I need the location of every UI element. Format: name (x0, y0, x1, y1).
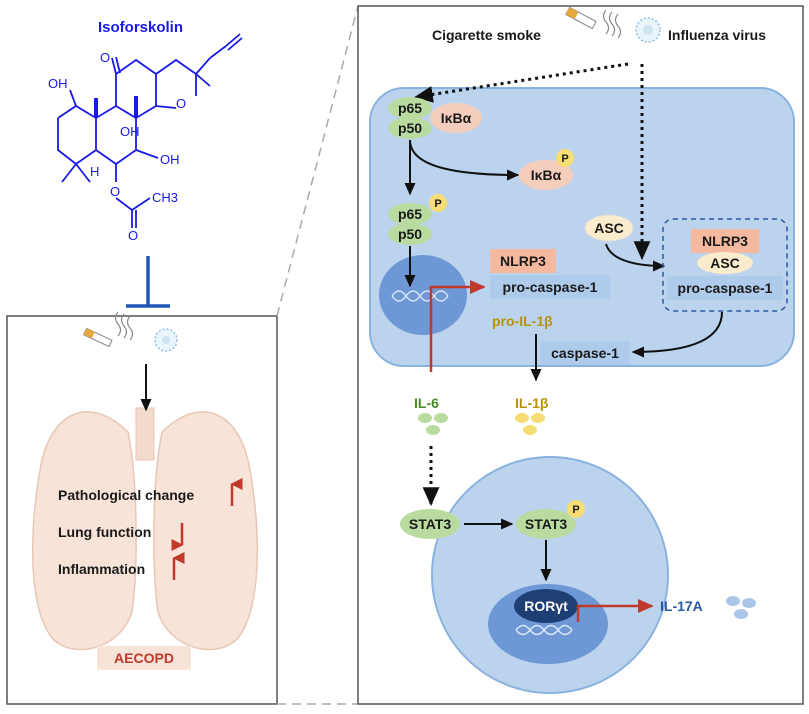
asc-node (584, 214, 634, 242)
p65-node (388, 97, 432, 119)
inhibition-symbol (126, 256, 170, 308)
inflammasome-asc (697, 252, 753, 274)
phospho-badge (567, 500, 585, 518)
nlrp3-label: NLRP3 (500, 253, 546, 269)
effect-label: Pathological change (58, 487, 194, 503)
il6-particles (418, 413, 448, 435)
p65-label: p65 (398, 100, 422, 116)
cigarette-icon (565, 6, 622, 39)
nlrp3-node (490, 249, 556, 273)
caspase-1-node (540, 341, 630, 365)
isoforskolin-structure: Isoforskolin (57, 19, 243, 228)
il17a-particles (726, 596, 756, 619)
il6-label: IL-6 (414, 395, 439, 411)
p50-node (388, 117, 432, 139)
phospho-p65-label: p65 (398, 206, 422, 222)
p50-label: p50 (398, 120, 422, 136)
stimulus-smoke-label: Cigarette smoke (432, 27, 541, 43)
asc-label: ASC (594, 220, 624, 236)
ikba-node (430, 103, 482, 133)
aecopd-label: AECOPD (114, 650, 174, 666)
ketone-oxygen: O (100, 50, 110, 65)
inset-cigarette-icon (82, 311, 134, 348)
caspase-activation-arrow (631, 311, 723, 358)
ikba-label: IκBα (441, 110, 472, 126)
il17a-label: IL-17A (660, 598, 703, 614)
hydroxyl-right: OH (160, 152, 180, 167)
ring-oxygen: O (176, 96, 186, 111)
stat3-node (400, 509, 460, 539)
phospho-ikba-node (519, 160, 573, 190)
phospho-ikba-label: IκBα (531, 167, 562, 183)
il1b-label: IL-1β (515, 395, 549, 411)
effect-label: Inflammation (58, 561, 145, 577)
aecopd-label-bg (97, 646, 191, 670)
inflammasome-assembly-arrow (605, 243, 666, 272)
phospho-p65-node (388, 203, 432, 225)
effect-list: Pathological change Lung function Inflam… (58, 478, 243, 580)
phospho-badge-label: P (434, 198, 441, 210)
isoforskolin-atom-labels: O O OH OH OH H O O CH3 (48, 50, 186, 243)
virus-icon (635, 17, 661, 43)
hydroxyl-left: OH (48, 76, 68, 91)
pro-il1b-label: pro-IL-1β (492, 313, 553, 329)
il1b-particles (515, 413, 545, 435)
dna-icon-upper (391, 290, 449, 302)
phospho-badge-label: P (572, 504, 579, 516)
carbonyl-oxygen: O (128, 228, 138, 243)
stat3-label: STAT3 (409, 516, 451, 532)
transcription-arrow (429, 280, 486, 372)
nucleus-upper (379, 255, 467, 335)
phospho-p50-node (388, 223, 432, 245)
phospho-stat3-label: STAT3 (525, 516, 567, 532)
smoke-nfkb-arrow (413, 62, 629, 103)
pro-caspase-node (490, 275, 610, 299)
pro-caspase-label: pro-caspase-1 (503, 279, 598, 295)
ikba-release-arrow (409, 139, 520, 181)
stimulus-virus-label: Influenza virus (668, 27, 766, 43)
il17a-transcription-arrow (576, 599, 654, 622)
rorgt-label: RORγt (524, 598, 568, 614)
methyl-label: CH3 (152, 190, 178, 205)
inset-virus-icon (154, 328, 178, 352)
phospho-p50-label: p50 (398, 226, 422, 242)
dna-icon-lower (515, 624, 573, 636)
caspase-1-label: caspase-1 (551, 345, 619, 361)
ester-oxygen: O (110, 184, 120, 199)
inflammasome-nlrp3 (691, 229, 759, 253)
inflammasome-asc-label: ASC (710, 255, 740, 271)
lungs-illustration (32, 407, 258, 651)
phospho-stat3-node (516, 509, 576, 539)
inflammasome-box (662, 218, 788, 312)
inflammasome-pro-caspase-label: pro-caspase-1 (678, 280, 773, 296)
inflammasome-pro-caspase (667, 276, 783, 300)
hydroxyl-mid: OH (120, 124, 140, 139)
inflammasome-nlrp3-label: NLRP3 (702, 233, 748, 249)
effect-label: Lung function (58, 524, 151, 540)
phospho-badge (429, 194, 447, 212)
rorgt-node (514, 589, 578, 623)
hydrogen-label: H (90, 164, 99, 179)
zoom-connector-top (276, 5, 359, 317)
phospho-badge (556, 149, 574, 167)
compound-name: Isoforskolin (98, 19, 183, 36)
phospho-badge-label: P (561, 153, 568, 165)
